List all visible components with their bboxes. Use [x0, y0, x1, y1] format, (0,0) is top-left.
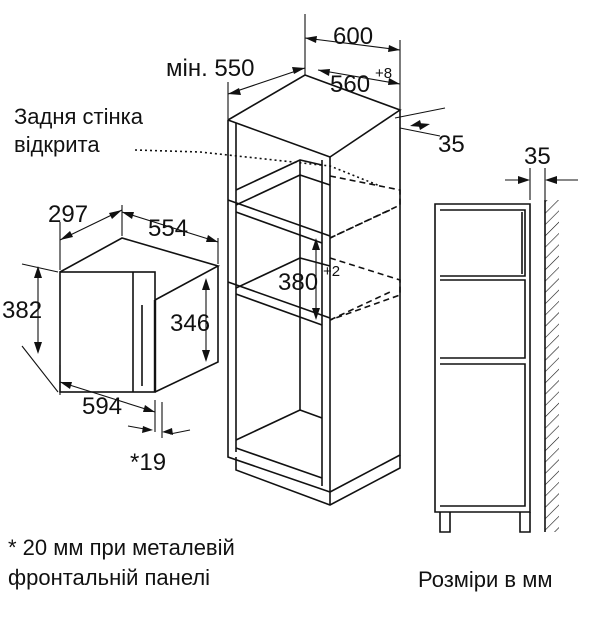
dimension-346-label: 346: [170, 310, 210, 337]
footnotes: * 20 мм при металевій фронтальній панелі…: [8, 535, 552, 592]
tall-cabinet: [227, 74, 402, 506]
dimension-19-label: *19: [130, 449, 166, 476]
dimension-560-tolerance: +8: [375, 65, 392, 82]
rear-wall-label-line1: Задня стінка: [14, 104, 144, 129]
dimension-380-tolerance: +2: [323, 263, 340, 280]
dimension-380: 380 +2: [278, 238, 340, 320]
dimension-560-label: 560: [330, 71, 370, 98]
dimension-382-label: 382: [2, 297, 42, 324]
footnote-line2: фронтальній панелі: [8, 565, 210, 590]
dimension-594-label: 594: [82, 393, 122, 420]
top-dimensions: 600 мін. 550 560 +8 35: [166, 14, 465, 158]
dimension-600-label: 600: [333, 23, 373, 50]
microwave-dimensions: 297 554 382 346 594 *19: [2, 201, 219, 476]
units-note: Розміри в мм: [418, 567, 552, 592]
rear-wall-label-line2: відкрита: [14, 132, 100, 157]
dimension-35-top-label: 35: [438, 131, 465, 158]
dimension-297-label: 297: [48, 201, 88, 228]
dimension-380-label: 380: [278, 269, 318, 296]
footnote-line1: * 20 мм при металевій: [8, 535, 235, 560]
microwave-appliance: [59, 237, 221, 393]
dimension-35-side-label: 35: [524, 143, 551, 170]
dimension-554-label: 554: [148, 215, 188, 242]
side-elevation: 35: [434, 143, 578, 533]
dimension-min550-label: мін. 550: [166, 55, 254, 82]
rear-wall-note: Задня стінка відкрита: [14, 104, 381, 187]
